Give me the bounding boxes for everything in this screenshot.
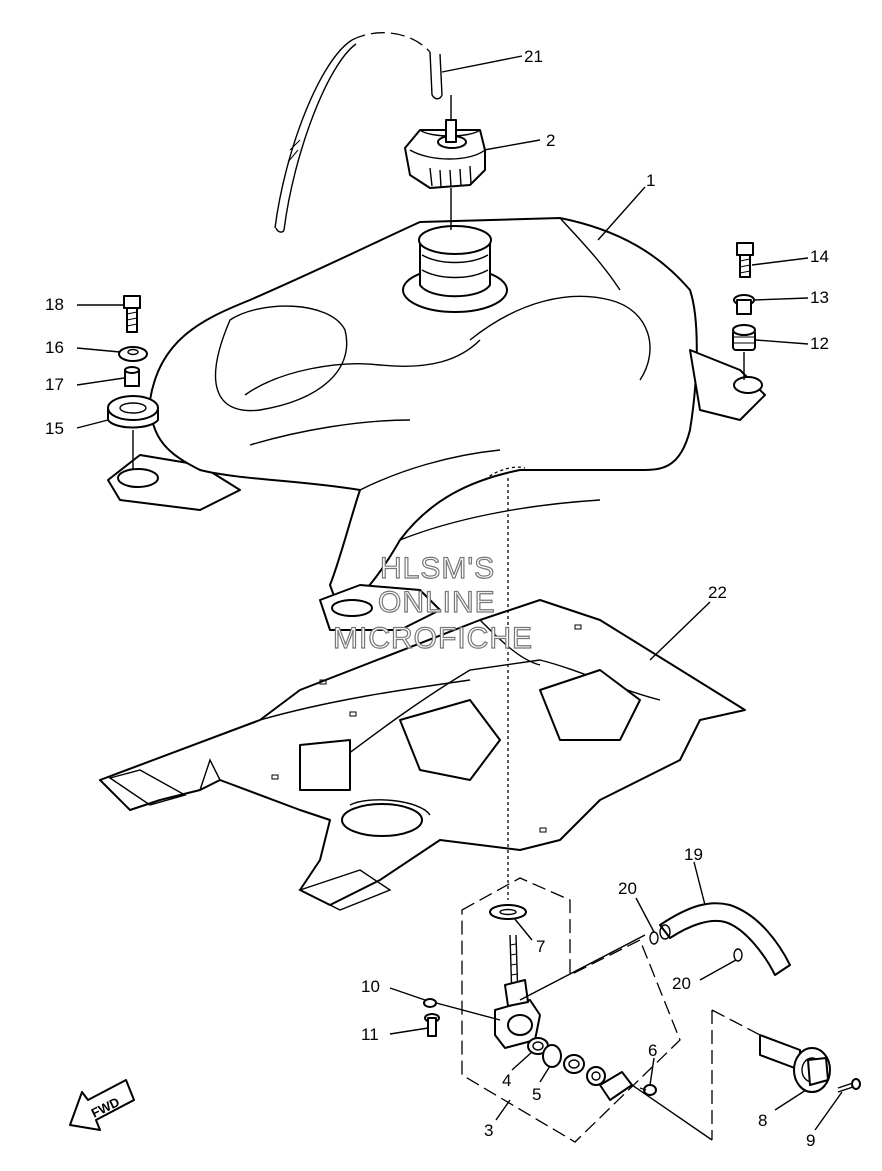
part-8-lever: [759, 1034, 831, 1093]
part-5c-gasket: [586, 1066, 606, 1086]
part-2-fuel-cap: [404, 95, 486, 189]
callout-21: 21: [524, 47, 543, 66]
part-7-gasket: [489, 904, 527, 920]
part-20b-clamp: [733, 948, 743, 962]
part-21-breather-hose: [274, 32, 443, 233]
callout-11: 11: [361, 1025, 379, 1044]
part-6-screw: [639, 1084, 657, 1096]
callout-5: 5: [532, 1085, 541, 1104]
callout-22: 22: [708, 583, 727, 602]
callout-17: 17: [45, 375, 64, 394]
part-13-collar: [733, 294, 755, 315]
callout-1: 1: [646, 171, 655, 190]
callout-9: 9: [806, 1131, 815, 1150]
part-15-grommet: [107, 395, 159, 429]
watermark-line-1: HLSM'S: [380, 552, 495, 585]
part-1-fuel-tank: [107, 188, 766, 631]
watermark-line-2: ONLINE: [378, 586, 496, 619]
callout-2: 2: [546, 131, 555, 150]
leader-lines: [76, 55, 843, 1131]
callout-15: 15: [45, 419, 64, 438]
part-19-fuel-hose: [659, 902, 791, 976]
part-18-bolt: [123, 295, 141, 333]
watermark-line-3: MICROFICHE: [333, 622, 533, 655]
callout-19: 19: [684, 845, 703, 864]
callout-12: 12: [810, 334, 829, 353]
part-3-fuel-cock-assembly: [424, 877, 681, 1143]
lever-alignment: [711, 1009, 761, 1140]
callout-14: 14: [810, 247, 829, 266]
part-9-screw: [837, 1078, 861, 1093]
right-mount-hardware: [732, 242, 756, 380]
callout-8: 8: [758, 1111, 767, 1130]
part-12-grommet: [732, 324, 756, 351]
left-mount-hardware: [107, 295, 159, 470]
part-17-collar: [124, 366, 140, 387]
callout-16: 16: [45, 338, 64, 357]
callout-20b: 20: [672, 974, 691, 993]
part-10-washer: [423, 998, 437, 1008]
callout-3: 3: [484, 1121, 493, 1140]
part-16-washer: [118, 346, 148, 362]
watermark: HLSM'S ONLINE MICROFICHE: [332, 551, 533, 655]
callout-7: 7: [536, 937, 545, 956]
callout-labels: 21 2 1 14 13 12 18 16 17 15 22 19 20 20 …: [45, 47, 829, 1150]
callout-10: 10: [361, 977, 380, 996]
part-14-bolt: [736, 242, 754, 278]
part-22-tank-cover: [99, 599, 746, 911]
callout-20a: 20: [618, 879, 637, 898]
callout-4: 4: [502, 1071, 511, 1090]
callout-13: 13: [810, 288, 829, 307]
fwd-arrow-icon: FWD: [69, 1079, 135, 1131]
part-20a-clamp: [649, 931, 659, 945]
part-5-filter: [542, 1044, 562, 1068]
part-5b-ring: [563, 1054, 585, 1074]
callout-18: 18: [45, 295, 64, 314]
part-11-screw: [424, 1013, 440, 1037]
callout-6: 6: [648, 1041, 657, 1060]
